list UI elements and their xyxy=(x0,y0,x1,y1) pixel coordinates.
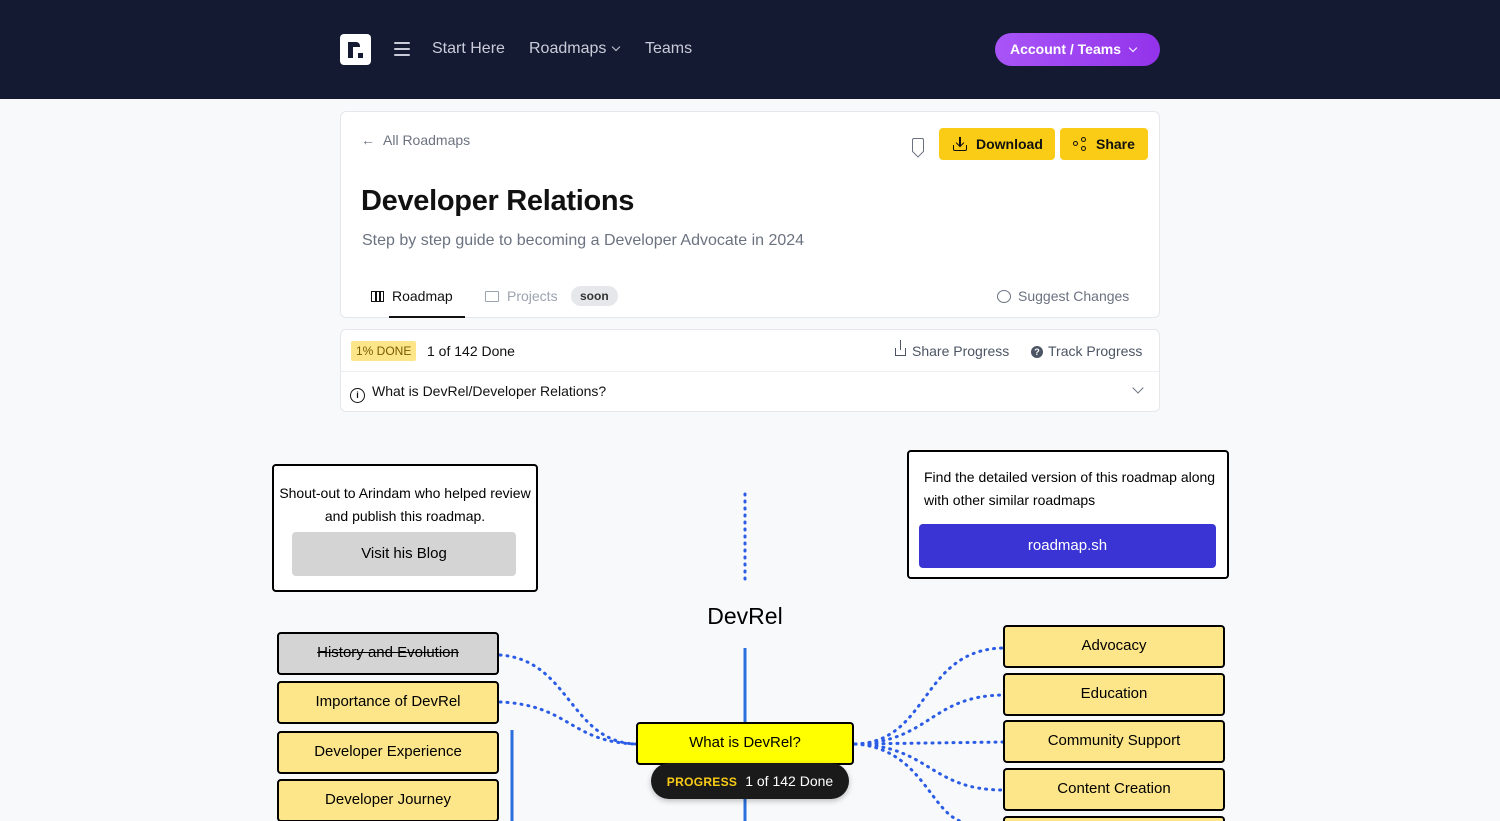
download-icon xyxy=(953,137,967,151)
detailed-version-text: Find the detailed version of this roadma… xyxy=(924,469,1216,508)
nav-start-here[interactable]: Start Here xyxy=(432,40,505,57)
download-label: Download xyxy=(976,136,1043,152)
node-advocacy[interactable]: Advocacy xyxy=(1003,625,1225,668)
progress-pill: PROGRESS 1 of 142 Done xyxy=(651,763,849,799)
roadmap-logo-icon[interactable] xyxy=(340,34,371,65)
roadmap-title: DevRel xyxy=(707,603,783,629)
track-progress-button[interactable]: ? Track Progress xyxy=(1031,342,1142,360)
detailed-version-note: Find the detailed version of this roadma… xyxy=(907,450,1229,579)
node-education[interactable]: Education xyxy=(1003,673,1225,716)
bookmark-icon[interactable] xyxy=(912,138,924,152)
progress-pill-text: 1 of 142 Done xyxy=(745,773,834,789)
soon-badge: soon xyxy=(571,286,618,306)
map-icon xyxy=(371,291,384,302)
percent-done-badge: 1% DONE xyxy=(351,341,417,361)
visit-blog-button[interactable]: Visit his Blog xyxy=(292,532,516,576)
what-is-devrel-accordion[interactable]: i What is DevRel/Developer Relations? xyxy=(350,382,607,403)
nav-teams[interactable]: Teams xyxy=(645,40,693,57)
roadmap-header-card: ← All Roadmaps Download Share Developer R… xyxy=(340,111,1160,318)
divider xyxy=(341,371,1159,372)
node-developer-journey[interactable]: Developer Journey xyxy=(277,779,499,821)
node-importance-of-devrel[interactable]: Importance of DevRel xyxy=(277,681,499,724)
nav-roadmaps-label: Roadmaps xyxy=(529,40,607,57)
roadmap-canvas: Shout-out to Arindam who helped review a… xyxy=(0,420,1500,821)
page-title: Developer Relations xyxy=(361,185,635,217)
track-progress-label: Track Progress xyxy=(1048,343,1143,359)
chevron-down-icon xyxy=(1128,43,1138,53)
roadmap-sh-button[interactable]: roadmap.sh xyxy=(919,524,1216,568)
progress-pill-label: PROGRESS xyxy=(666,775,738,789)
shout-out-note: Shout-out to Arindam who helped review a… xyxy=(272,464,538,592)
tab-projects-label: Projects xyxy=(507,288,558,304)
share-progress-label: Share Progress xyxy=(912,343,1010,359)
share-icon xyxy=(1073,137,1087,151)
suggest-label: Suggest Changes xyxy=(1018,288,1130,304)
back-label: All Roadmaps xyxy=(383,132,471,148)
node-what-is-devrel[interactable]: What is DevRel? xyxy=(636,722,854,765)
info-icon: i xyxy=(350,388,365,403)
account-teams-label: Account / Teams xyxy=(1010,41,1121,57)
tab-projects[interactable]: Projects xyxy=(485,287,558,305)
shout-out-text: Shout-out to Arindam who helped review a… xyxy=(279,485,531,524)
page-subtitle: Step by step guide to becoming a Develop… xyxy=(362,232,805,249)
nav-roadmaps[interactable]: Roadmaps xyxy=(529,39,621,59)
node-history-and-evolution[interactable]: History and Evolution xyxy=(277,632,499,675)
question-circle-icon: ? xyxy=(1031,346,1043,358)
hamburger-menu-icon[interactable] xyxy=(394,42,410,56)
tab-roadmap[interactable]: Roadmap xyxy=(371,287,453,305)
progress-card: 1% DONE 1 of 142 Done Share Progress ? Tr… xyxy=(340,329,1160,412)
download-button[interactable]: Download xyxy=(939,128,1055,160)
folder-icon xyxy=(485,291,499,302)
share-label: Share xyxy=(1096,136,1135,152)
node-content-creation[interactable]: Content Creation xyxy=(1003,768,1225,811)
suggest-changes-link[interactable]: Suggest Changes xyxy=(997,287,1129,305)
node-developer-experience[interactable]: Developer Experience xyxy=(277,731,499,774)
node-partial-next xyxy=(1003,816,1225,821)
done-count-text: 1 of 142 Done xyxy=(427,343,515,359)
all-roadmaps-link[interactable]: ← All Roadmaps xyxy=(361,132,470,148)
roadmap-connectors xyxy=(498,492,1005,821)
chat-bubble-icon xyxy=(997,290,1011,303)
share-button[interactable]: Share xyxy=(1060,128,1148,160)
node-community-support[interactable]: Community Support xyxy=(1003,720,1225,763)
accordion-label: What is DevRel/Developer Relations? xyxy=(372,383,607,399)
share-upload-icon xyxy=(895,340,906,356)
arrow-left-icon: ← xyxy=(361,132,375,148)
account-teams-button[interactable]: Account / Teams xyxy=(995,33,1160,66)
tab-roadmap-label: Roadmap xyxy=(392,288,453,304)
active-tab-indicator xyxy=(389,316,465,318)
share-progress-button[interactable]: Share Progress xyxy=(895,340,1010,360)
chevron-down-icon[interactable] xyxy=(1132,382,1144,394)
chevron-down-icon xyxy=(612,42,621,52)
top-navbar: Start Here Roadmaps Teams Account / Team… xyxy=(0,0,1500,99)
